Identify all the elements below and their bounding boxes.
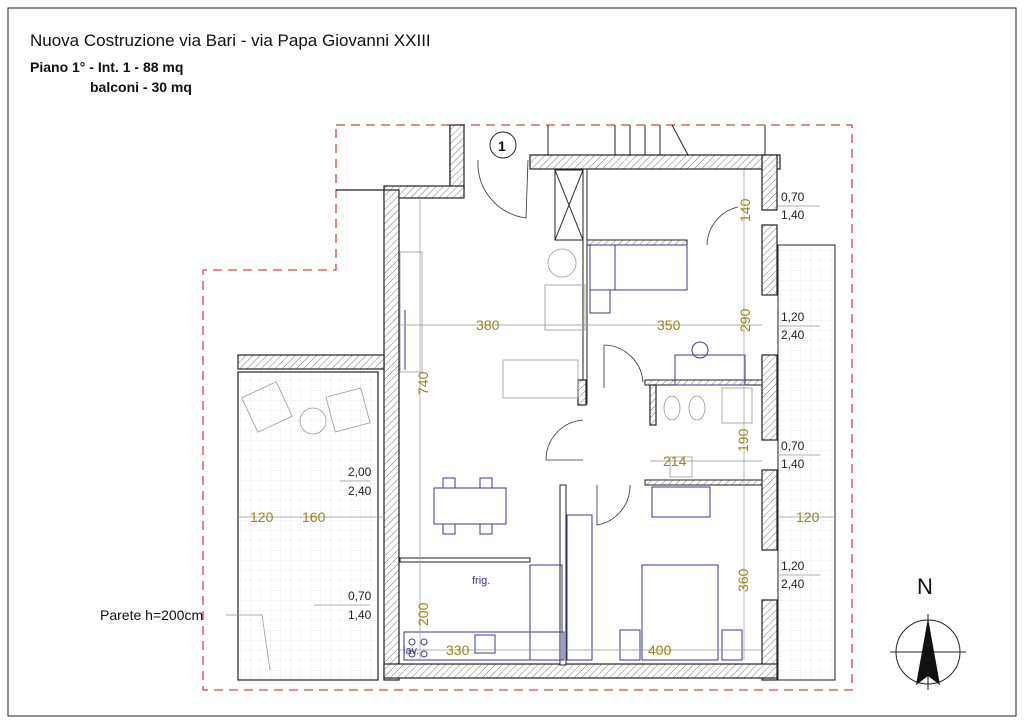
dining-table xyxy=(433,487,507,525)
sheet-frame xyxy=(7,7,1017,717)
svg-text:1,40: 1,40 xyxy=(781,208,805,222)
fridge-column xyxy=(529,564,563,661)
unit-number-marker xyxy=(489,131,517,159)
dimension-lines xyxy=(238,170,835,660)
dim-balcony-right: 120 xyxy=(796,509,820,525)
property-boundary xyxy=(202,124,853,691)
armchair xyxy=(544,284,586,331)
wardrobe-small xyxy=(651,486,711,518)
lamp-table xyxy=(547,248,577,278)
shaft xyxy=(554,169,584,241)
wall-height-note: Parete h=200cm xyxy=(100,607,203,623)
svg-text:2,40: 2,40 xyxy=(781,577,805,591)
walls xyxy=(237,124,781,681)
sofa xyxy=(502,359,579,399)
dim-balcony-left-b: 160 xyxy=(302,509,326,525)
svg-text:1,20: 1,20 xyxy=(781,559,805,573)
wardrobe xyxy=(566,514,593,661)
svg-text:0,70: 0,70 xyxy=(348,589,372,603)
dim-balcony-left-a: 120 xyxy=(250,509,274,525)
svg-text:2,00: 2,00 xyxy=(348,465,372,479)
doors xyxy=(477,159,739,526)
svg-text:2,40: 2,40 xyxy=(781,328,805,342)
compass-needle-icon xyxy=(916,618,940,685)
lounge-chair xyxy=(241,381,293,433)
floor-info: Piano 1° - Int. 1 - 88 mq xyxy=(30,59,183,75)
dim-living-width: 380 xyxy=(476,317,500,333)
dim-bedroom-width: 350 xyxy=(657,317,681,333)
svg-text:0,70: 0,70 xyxy=(781,190,805,204)
side-table xyxy=(299,407,327,435)
shower xyxy=(721,387,753,424)
unit-number: 1 xyxy=(498,138,506,154)
washbasin xyxy=(669,456,693,478)
dim-master-width: 400 xyxy=(648,642,672,658)
north-arrow: N xyxy=(890,574,966,690)
dim-bedroom-depth: 290 xyxy=(737,308,753,332)
double-bed xyxy=(641,564,719,661)
fridge-label: frig. xyxy=(472,575,490,587)
dim-living-depth: 740 xyxy=(415,371,431,395)
balcony-right xyxy=(777,244,836,681)
dim-entry-depth: 140 xyxy=(737,198,753,222)
svg-text:1,40: 1,40 xyxy=(781,457,805,471)
sink-label: lav. xyxy=(403,645,419,657)
north-label: N xyxy=(917,574,933,599)
balcony-left xyxy=(237,371,379,681)
dim-bath-depth: 190 xyxy=(735,428,751,452)
bidet xyxy=(688,395,706,421)
nightstand xyxy=(721,629,743,661)
tv-cabinet xyxy=(399,251,423,373)
single-bed xyxy=(589,244,688,291)
project-title: Nuova Costruzione via Bari - via Papa Gi… xyxy=(30,31,431,50)
svg-text:1,20: 1,20 xyxy=(781,310,805,324)
dim-kitchen-depth: 200 xyxy=(415,602,431,626)
dim-bath-width: 214 xyxy=(663,453,687,469)
svg-text:2,40: 2,40 xyxy=(348,484,372,498)
sink xyxy=(474,634,496,654)
washing-machine xyxy=(674,354,746,386)
svg-text:0,70: 0,70 xyxy=(781,439,805,453)
dimension-labels: 380 350 740 140 290 190 214 360 120 160 … xyxy=(250,198,820,658)
dim-master-depth: 360 xyxy=(735,568,751,592)
desk xyxy=(589,289,611,314)
nightstand xyxy=(619,629,641,661)
window-labels: 0,70 1,40 1,20 2,40 0,70 1,40 1,20 2,40 … xyxy=(314,190,820,622)
svg-text:1,40: 1,40 xyxy=(348,608,372,622)
furniture xyxy=(241,244,753,661)
lounge-chair xyxy=(325,387,371,433)
wall-note-leader xyxy=(226,614,271,671)
dim-kitchen-width: 330 xyxy=(446,642,470,658)
toilet xyxy=(663,395,681,421)
stairwell xyxy=(336,124,766,191)
balconies-info: balconi - 30 mq xyxy=(90,79,192,95)
kitchen-counter xyxy=(403,631,565,661)
